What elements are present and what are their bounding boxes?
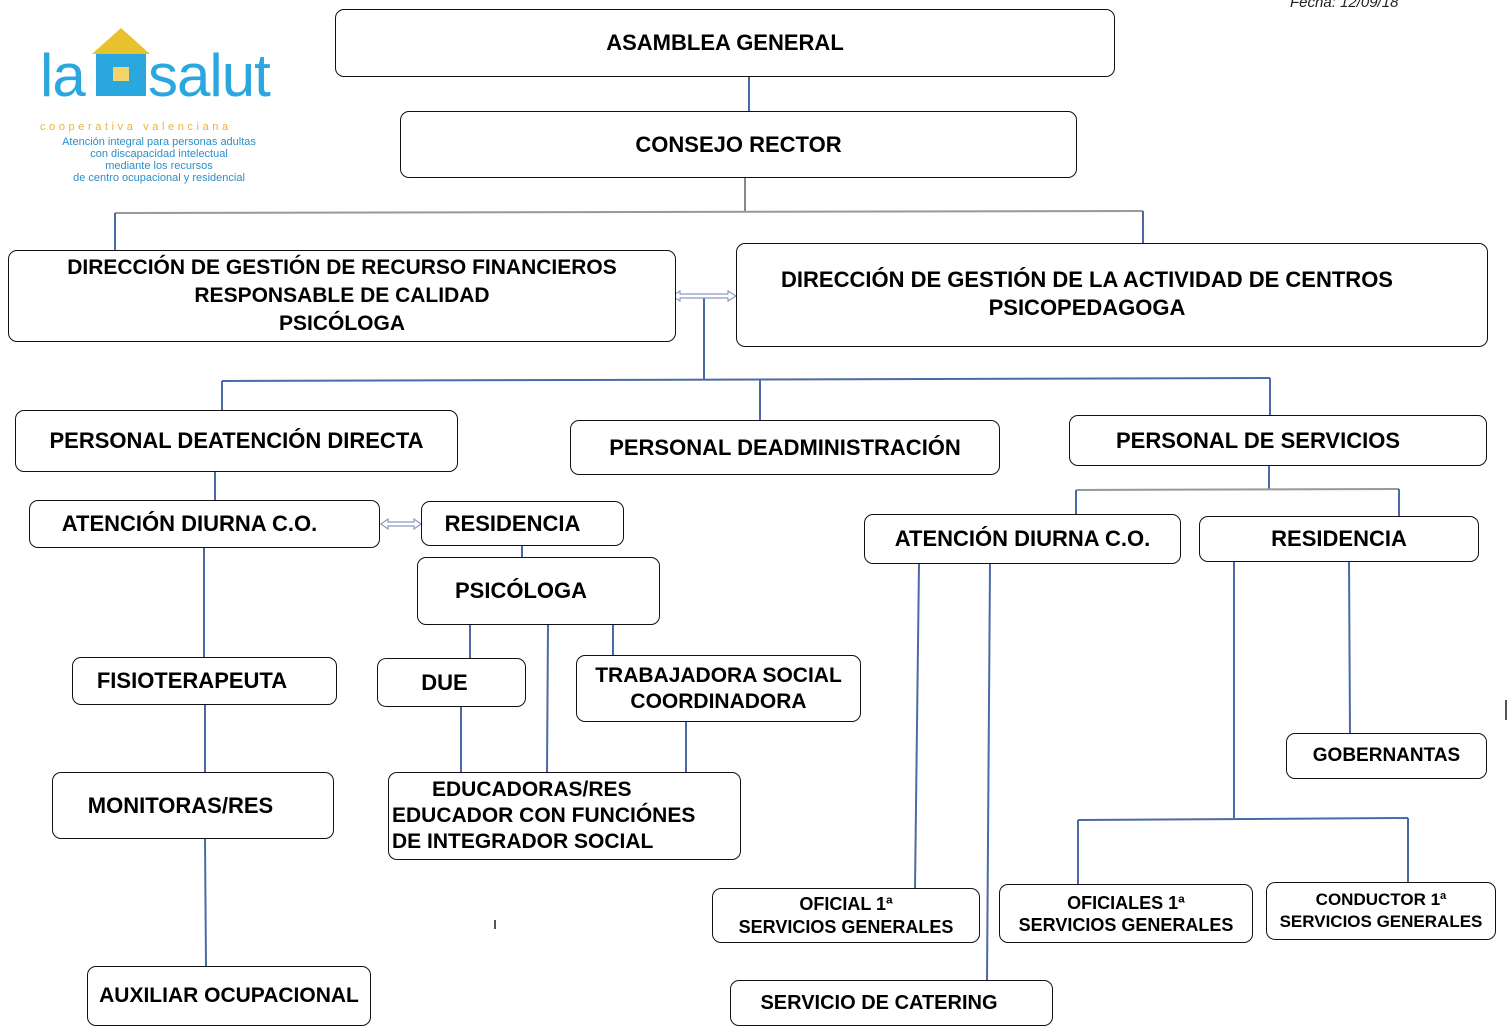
node-label: SERVICIOS GENERALES (1279, 912, 1483, 931)
node-label: ASAMBLEA GENERAL (606, 30, 844, 55)
node-label: OFICIALES 1ª (1067, 892, 1185, 913)
node-servicio-catering: SERVICIO DE CATERING (730, 980, 1053, 1026)
house-icon (92, 28, 150, 54)
node-label: PSICÓLOGA (454, 578, 587, 603)
node-label: PERSONAL DE SERVICIOS (1115, 427, 1401, 453)
node-label: DIRECCIÓN DE GESTIÓN DE RECURSO FINANCIE… (67, 256, 617, 279)
node-label: DUE (421, 669, 468, 695)
node-label: EDUCADORAS/RES (432, 778, 632, 801)
node-direccion-centros: DIRECCIÓN DE GESTIÓN DE LA ACTIVIDAD DE … (736, 243, 1488, 347)
node-label: PSICÓLOGA (278, 312, 405, 335)
node-label: ATENCIÓN DIURNA C.O. (894, 526, 1151, 551)
node-trabajadora-social: TRABAJADORA SOCIAL COORDINADORA (576, 655, 861, 722)
node-oficiales-1: OFICIALES 1ª SERVICIOS GENERALES (999, 884, 1253, 943)
node-label: CONSEJO RECTOR (635, 131, 842, 157)
node-label: CONDUCTOR 1ª (1315, 890, 1447, 909)
node-label: SERVICIOS GENERALES (738, 916, 954, 937)
node-label: FISIOTERAPEUTA (96, 668, 288, 693)
logo-description-line: con discapacidad intelectual (90, 148, 228, 160)
node-educadoras: EDUCADORAS/RES EDUCADOR CON FUNCIÓNES DE… (388, 772, 741, 860)
node-label: COORDINADORA (630, 689, 807, 713)
node-direccion-financieros: DIRECCIÓN DE GESTIÓN DE RECURSO FINANCIE… (8, 250, 676, 342)
node-label: SERVICIOS GENERALES (1018, 914, 1234, 935)
node-label: GOBERNANTAS (1312, 745, 1461, 766)
logo-name-left: la (40, 42, 86, 109)
node-asamblea-general: ASAMBLEA GENERAL (335, 9, 1115, 77)
node-label: PERSONAL DEATENCIÓN DIRECTA (49, 428, 424, 453)
logo-description-line: Atención integral para personas adultas (62, 136, 256, 148)
house-body-icon (96, 54, 146, 96)
stray-mark (1505, 700, 1507, 720)
node-atencion-diurna-co-servicios: ATENCIÓN DIURNA C.O. (864, 514, 1181, 564)
node-personal-servicios: PERSONAL DE SERVICIOS (1069, 415, 1487, 466)
document-date: Fecha: 12/09/18 (1290, 0, 1399, 11)
node-label: TRABAJADORA SOCIAL (595, 663, 842, 687)
node-psicologa: PSICÓLOGA (417, 557, 660, 625)
node-label: AUXILIAR OCUPACIONAL (99, 984, 359, 1007)
node-residencia: RESIDENCIA (421, 501, 624, 546)
node-label: PERSONAL DEADMINISTRACIÓN (609, 434, 961, 460)
node-label: DE INTEGRADOR SOCIAL (392, 830, 654, 853)
node-label: MONITORAS/RES (87, 792, 274, 818)
node-label: DIRECCIÓN DE GESTIÓN DE LA ACTIVIDAD DE … (781, 267, 1393, 292)
node-label: EDUCADOR CON FUNCIÓNES (392, 804, 696, 827)
node-residencia-servicios: RESIDENCIA (1199, 516, 1479, 562)
node-personal-atencion-directa: PERSONAL DEATENCIÓN DIRECTA (15, 410, 458, 472)
logo-subtitle: cooperativa valenciana (40, 121, 232, 133)
node-label: RESIDENCIA (1271, 526, 1407, 551)
logo-name-right: salut (148, 42, 271, 109)
stray-mark (494, 920, 496, 929)
logo-description-line: de centro ocupacional y residencial (73, 172, 245, 184)
node-label: RESIDENCIA (444, 510, 581, 536)
node-label: SERVICIO DE CATERING (760, 992, 998, 1014)
node-monitoras: MONITORAS/RES (52, 772, 334, 839)
node-gobernantas: GOBERNANTAS (1286, 733, 1487, 779)
node-label: OFICIAL 1ª (799, 893, 893, 914)
node-auxiliar-ocupacional: AUXILIAR OCUPACIONAL (87, 966, 371, 1026)
node-conductor-1: CONDUCTOR 1ª SERVICIOS GENERALES (1266, 882, 1496, 940)
node-label: RESPONSABLE DE CALIDAD (194, 284, 490, 307)
logo-description-line: mediante los recursos (105, 160, 213, 172)
node-personal-administracion: PERSONAL DEADMINISTRACIÓN (570, 420, 1000, 475)
node-fisioterapeuta: FISIOTERAPEUTA (72, 657, 337, 705)
node-due: DUE (377, 658, 526, 707)
la-salut-logo: la salut cooperativa valenciana Atención… (28, 28, 308, 184)
node-oficial-1: OFICIAL 1ª SERVICIOS GENERALES (712, 888, 980, 943)
node-consejo-rector: CONSEJO RECTOR (400, 111, 1077, 178)
node-atencion-diurna-co: ATENCIÓN DIURNA C.O. (29, 500, 380, 548)
node-label: ATENCIÓN DIURNA C.O. (61, 511, 318, 536)
node-label: PSICOPEDAGOGA (988, 295, 1186, 320)
